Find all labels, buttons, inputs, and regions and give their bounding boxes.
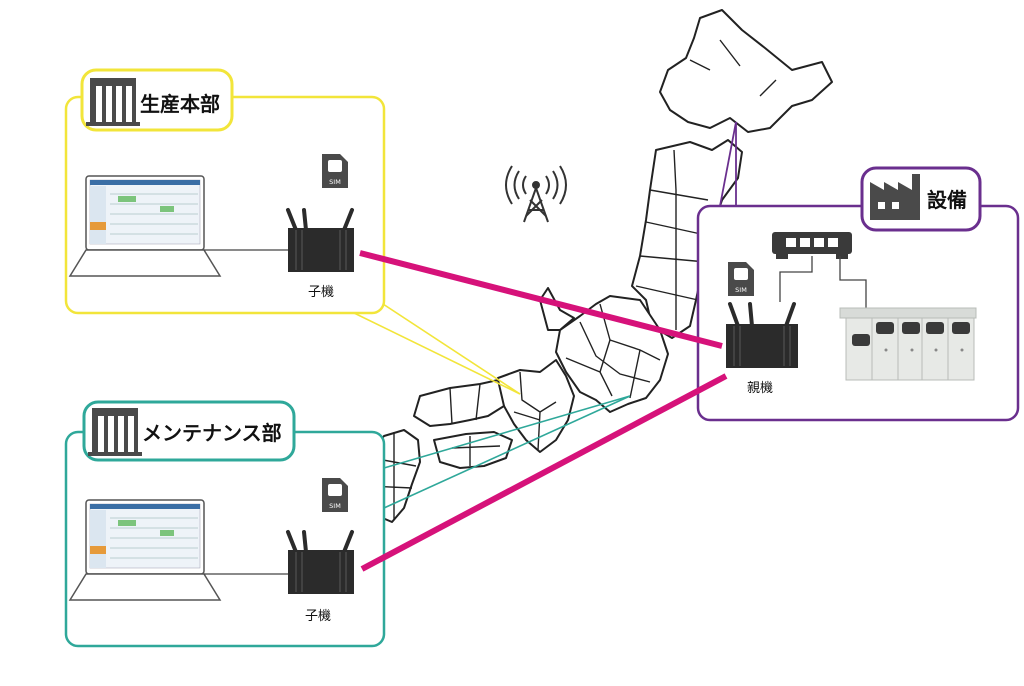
antenna-tower-icon [505, 165, 567, 223]
sim-label: SIM [329, 502, 341, 510]
router-icon [726, 302, 798, 368]
equipment-device-label: 親機 [747, 381, 773, 396]
maintenance-callout-tail [383, 395, 631, 509]
router-icon [286, 530, 354, 594]
sim-label: SIM [329, 178, 341, 186]
sim-card-icon: SIM [728, 262, 754, 296]
control-cabinet-icon [839, 307, 977, 381]
equipment-callout-tail [719, 121, 737, 207]
maintenance-label: メンテナンス部 [142, 421, 282, 445]
link-maintenance-to-parent [360, 373, 728, 572]
network-links [359, 250, 728, 572]
production-device-label: 子機 [308, 285, 334, 300]
router-icon [286, 208, 354, 272]
production-callout-tail [351, 301, 521, 395]
switch-router-cable [779, 256, 813, 302]
factory-icon [870, 174, 920, 220]
sim-card-icon: SIM [322, 478, 348, 512]
building-icon [86, 78, 140, 126]
laptop-icon [68, 499, 222, 601]
equipment-label: 設備 [927, 188, 967, 212]
sim-card-icon: SIM [322, 154, 348, 188]
building-icon [88, 408, 142, 456]
japan-map [351, 9, 833, 523]
sim-label: SIM [735, 286, 747, 294]
link-production-to-parent [359, 250, 723, 349]
switch-cabinet-cable [839, 256, 867, 310]
maintenance-device-label: 子機 [305, 609, 331, 624]
production-hq-label: 生産本部 [140, 92, 220, 116]
network-switch-icon [772, 232, 852, 259]
laptop-icon [68, 175, 222, 277]
